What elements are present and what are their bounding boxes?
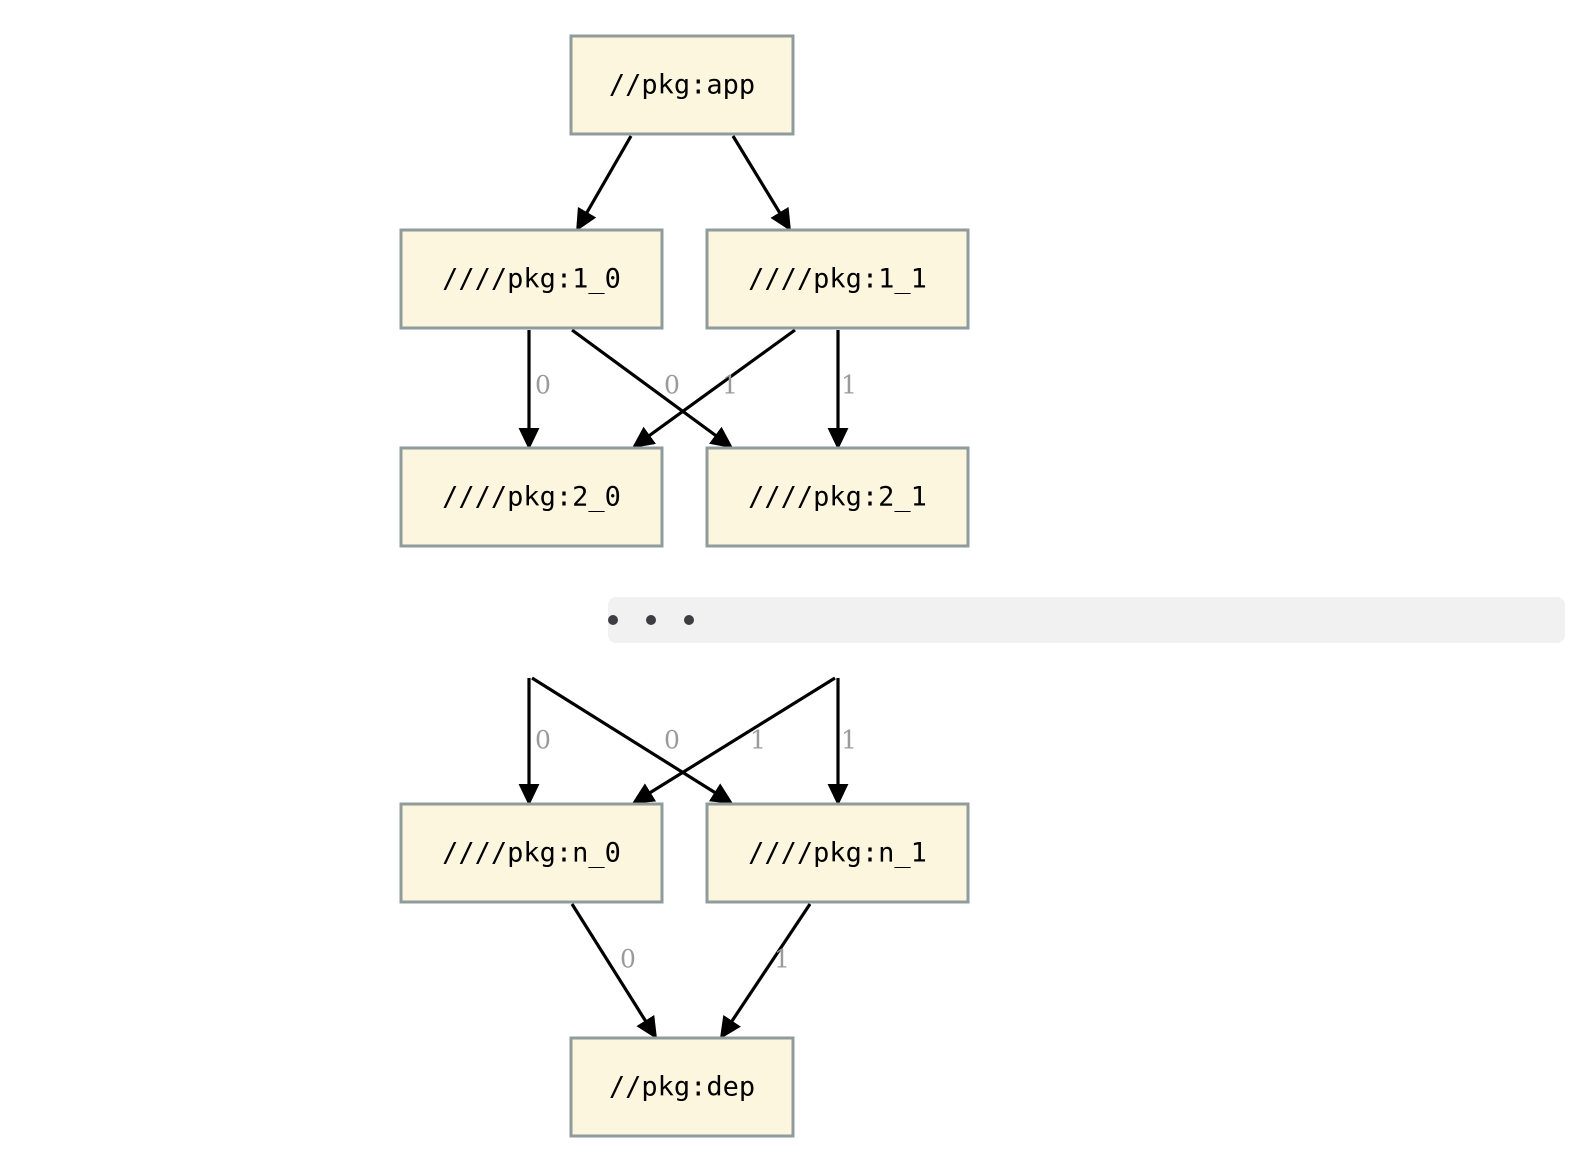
node-label: //pkg:dep [609,1072,755,1103]
graph-node-ln_0[interactable]: ////pkg:n_0 [399,802,664,904]
edge-label: 1 [774,945,790,974]
node-label: ////pkg:2_0 [442,482,621,513]
graph-edge [719,903,812,1040]
graph-node-app[interactable]: //pkg:app [569,34,795,136]
ellipsis-dot [684,615,694,625]
node-label: ////pkg:n_1 [748,838,927,869]
edge-label: 0 [535,371,551,400]
edge-label: 0 [620,945,636,974]
graph-edge [570,903,658,1040]
graph-node-l2_0[interactable]: ////pkg:2_0 [399,446,664,548]
edge-label: 1 [750,726,766,755]
node-box[interactable] [569,1036,795,1138]
graph-edge [731,135,791,232]
nodes-layer: //pkg:app ////pkg:1_0 ////pkg:1_1 ////pkg:2… [399,34,970,1138]
graph-edge [631,676,836,805]
ellipsis-band [608,597,1565,643]
edges-layer: 0 0 1 1 0 0 1 1 0 1 [518,135,857,1040]
node-box[interactable] [399,228,664,330]
graph-edge [576,135,633,232]
node-label: ////pkg:2_1 [748,482,927,513]
graph-node-ln_1[interactable]: ////pkg:n_1 [705,802,970,904]
graph-node-dep[interactable]: //pkg:dep [569,1036,795,1138]
graph-node-l1_1[interactable]: ////pkg:1_1 [705,228,970,330]
node-label: ////pkg:n_0 [442,838,621,869]
graph-edge [531,676,734,805]
edge-label: 0 [664,371,680,400]
node-box[interactable] [705,802,970,904]
node-label: //pkg:app [609,70,755,101]
ellipsis-dot [608,615,618,625]
node-label: ////pkg:1_0 [442,264,621,295]
node-box[interactable] [705,228,970,330]
ellipsis-separator [608,597,1565,643]
graph-edge [631,328,796,449]
ellipsis-dot [646,615,656,625]
graph-edge [571,328,734,449]
node-box[interactable] [399,446,664,548]
node-box[interactable] [569,34,795,136]
node-box[interactable] [705,446,970,548]
node-label: ////pkg:1_1 [748,264,927,295]
edge-label: 1 [841,726,857,755]
edge-label: 1 [841,371,857,400]
edge-label: 0 [664,726,680,755]
graph-node-l2_1[interactable]: ////pkg:2_1 [705,446,970,548]
node-box[interactable] [399,802,664,904]
edge-label: 1 [722,371,738,400]
graph-node-l1_0[interactable]: ////pkg:1_0 [399,228,664,330]
edge-label: 0 [535,726,551,755]
